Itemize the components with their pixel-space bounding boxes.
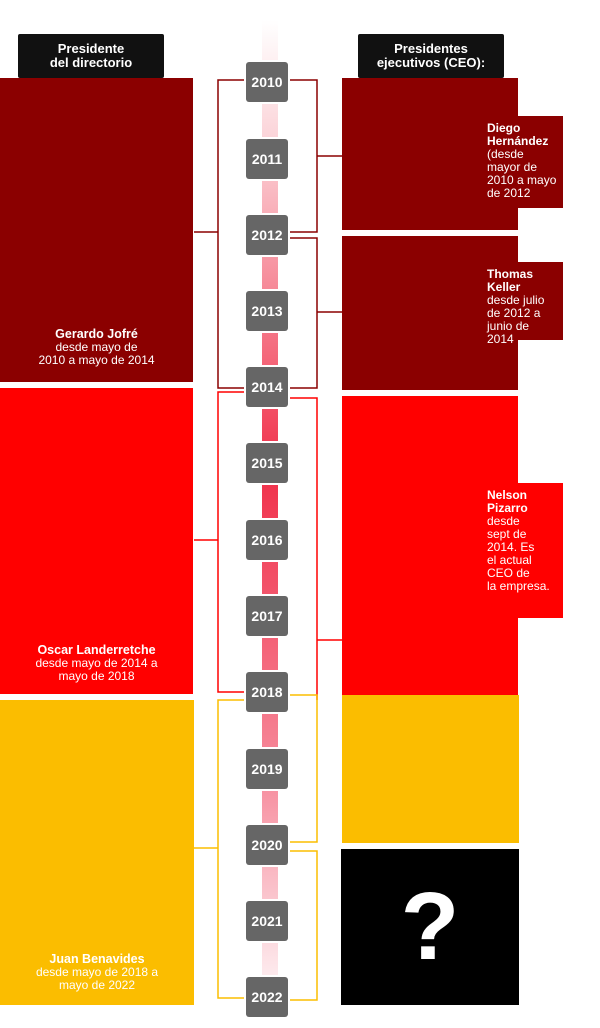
president-period: desde mayo de 2018 a mayo de 2022 bbox=[35, 965, 159, 992]
bracket-benavides bbox=[194, 699, 246, 999]
year-2021: 2021 bbox=[246, 901, 288, 941]
year-2011: 2011 bbox=[246, 139, 288, 179]
year-2018: 2018 bbox=[246, 672, 288, 712]
president-period: desde mayo de 2014 a mayo de 2018 bbox=[35, 656, 158, 683]
year-2019: 2019 bbox=[246, 749, 288, 789]
ceo-name: Nelson Pizarro bbox=[487, 488, 528, 515]
ceo-name: Diego Hernández bbox=[487, 121, 549, 148]
ceo-label-hernandez: Diego Hernández (desde mayor de 2010 a m… bbox=[481, 116, 563, 208]
ceo-name: Thomas Keller bbox=[487, 267, 534, 294]
year-2022: 2022 bbox=[246, 977, 288, 1017]
bracket-pizarro-yellow bbox=[288, 694, 318, 843]
question-mark: ? bbox=[400, 873, 460, 980]
president-name: Oscar Landerretche bbox=[37, 643, 156, 657]
year-2015: 2015 bbox=[246, 443, 288, 483]
ceo-period: desde julio de 2012 a junio de 2014 bbox=[487, 293, 545, 346]
ceo-block-unknown: ? bbox=[341, 849, 519, 1005]
bracket-keller bbox=[288, 237, 342, 389]
president-block-jofre: Gerardo Jofré desde mayo de 2010 a mayo … bbox=[0, 78, 193, 382]
bracket-jofre bbox=[194, 79, 246, 389]
bracket-unknown bbox=[288, 850, 318, 1001]
ceo-period: (desde mayor de 2010 a mayo de 2012 bbox=[487, 147, 557, 200]
year-2012: 2012 bbox=[246, 215, 288, 255]
header-presidente-directorio: Presidente del directorio bbox=[18, 34, 164, 78]
president-period: desde mayo de 2010 a mayo de 2014 bbox=[38, 340, 155, 367]
ceo-block-pizarro-continued bbox=[342, 695, 519, 843]
ceo-period: desde sept de 2014. Es el actual CEO de … bbox=[487, 514, 550, 593]
bracket-pizarro bbox=[288, 397, 342, 700]
president-block-benavides: Juan Benavides desde mayo de 2018 a mayo… bbox=[0, 700, 194, 1005]
year-2014: 2014 bbox=[246, 367, 288, 407]
ceo-label-pizarro: Nelson Pizarro desde sept de 2014. Es el… bbox=[481, 483, 563, 618]
header-presidentes-ejecutivos: Presidentes ejecutivos (CEO): bbox=[358, 34, 504, 78]
year-2016: 2016 bbox=[246, 520, 288, 560]
bracket-hernandez bbox=[288, 79, 342, 233]
president-name: Juan Benavides bbox=[49, 952, 145, 966]
president-name: Gerardo Jofré bbox=[55, 327, 138, 341]
year-2013: 2013 bbox=[246, 291, 288, 331]
year-2010: 2010 bbox=[246, 62, 288, 102]
year-2020: 2020 bbox=[246, 825, 288, 865]
ceo-label-keller: Thomas Keller desde julio de 2012 a juni… bbox=[481, 262, 563, 346]
president-block-landerretche: Oscar Landerretche desde mayo de 2014 a … bbox=[0, 388, 193, 694]
year-2017: 2017 bbox=[246, 596, 288, 636]
bracket-landerretche bbox=[194, 391, 246, 693]
